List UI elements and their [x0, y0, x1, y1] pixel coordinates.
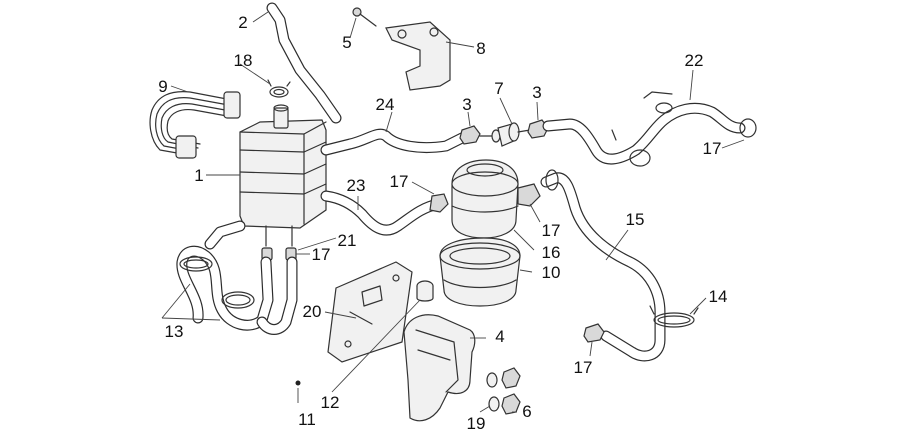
callout-15: 15 [626, 210, 645, 229]
callout-17-canister: 17 [312, 245, 331, 264]
bracket-part-8 [385, 21, 451, 91]
callout-21: 21 [338, 231, 357, 250]
callout-13: 13 [165, 322, 184, 341]
callout-11: 11 [298, 410, 316, 429]
hose-part-23 [320, 190, 449, 236]
bracket-part-20 [327, 261, 413, 363]
hose-part-13 [176, 220, 298, 335]
washer-part-19 [486, 372, 500, 412]
callout-22: 22 [685, 51, 704, 70]
callout-23: 23 [347, 176, 366, 195]
callout-3-left: 3 [462, 95, 471, 114]
callout-2: 2 [238, 13, 247, 32]
callout-20: 20 [303, 302, 322, 321]
mount-part-10 [439, 237, 521, 307]
callout-14: 14 [709, 287, 728, 306]
fitting-part-3-left [459, 125, 481, 145]
hose-part-22 [542, 91, 757, 167]
separator-part-16 [451, 159, 541, 239]
valve-part-7 [479, 122, 531, 147]
callout-10: 10 [542, 263, 561, 282]
nut-part-6 [501, 367, 521, 415]
clamp-part-14 [649, 305, 699, 328]
hose-part-15 [540, 169, 666, 362]
callout-24: 24 [376, 95, 395, 114]
callout-16: 16 [542, 243, 561, 262]
callout-17-lower: 17 [574, 358, 593, 377]
canister-part-1 [239, 104, 327, 247]
callout-7: 7 [494, 79, 503, 98]
callout-8: 8 [476, 39, 485, 58]
callout-4: 4 [495, 327, 504, 346]
strap-part-9 [149, 91, 241, 159]
callout-17-right: 17 [703, 139, 722, 158]
callout-18: 18 [234, 51, 253, 70]
leader-lines [161, 11, 745, 413]
cover-part-4 [403, 314, 476, 422]
callout-12: 12 [321, 393, 340, 412]
hose-part-24 [320, 128, 468, 156]
screw-part-5 [352, 7, 377, 27]
screw-part-11 [295, 380, 301, 386]
callout-6: 6 [522, 402, 531, 421]
callout-17-pump: 17 [542, 221, 561, 240]
callout-labels: 1 2 18 9 5 8 24 3 7 3 22 17 17 23 17 21 … [158, 13, 727, 431]
spacer-part-12 [416, 280, 434, 302]
callout-3-right: 3 [532, 83, 541, 102]
vent-tube-part-2 [266, 2, 342, 124]
callout-5: 5 [342, 33, 351, 52]
fitting-part-17-lower [583, 323, 605, 343]
callout-17-middle: 17 [390, 172, 409, 191]
callout-1: 1 [194, 166, 203, 185]
callout-9: 9 [158, 77, 167, 96]
callout-19: 19 [467, 414, 486, 431]
clamp-part-18 [267, 79, 291, 98]
